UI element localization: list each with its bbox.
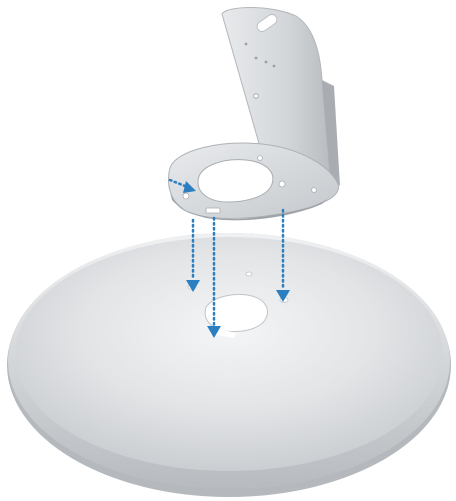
- bracket-arm-mark: [273, 65, 276, 68]
- dish-screw-hole-top: [246, 272, 252, 276]
- bracket-plate-slot: [206, 208, 220, 213]
- bracket-plate-hole: [312, 188, 317, 193]
- bracket-arm-mark: [245, 43, 248, 46]
- bracket-arm-mark: [255, 57, 258, 60]
- bracket-plate-hole: [279, 181, 285, 187]
- dish-surface: [15, 237, 443, 471]
- bracket-plate-hole: [183, 193, 189, 199]
- bracket-plate-hole: [258, 156, 263, 161]
- mounting-bracket: [168, 8, 340, 221]
- reflector-dish: [7, 233, 451, 497]
- bracket-arm-mark: [265, 61, 268, 64]
- bracket-arm-hole: [254, 94, 258, 98]
